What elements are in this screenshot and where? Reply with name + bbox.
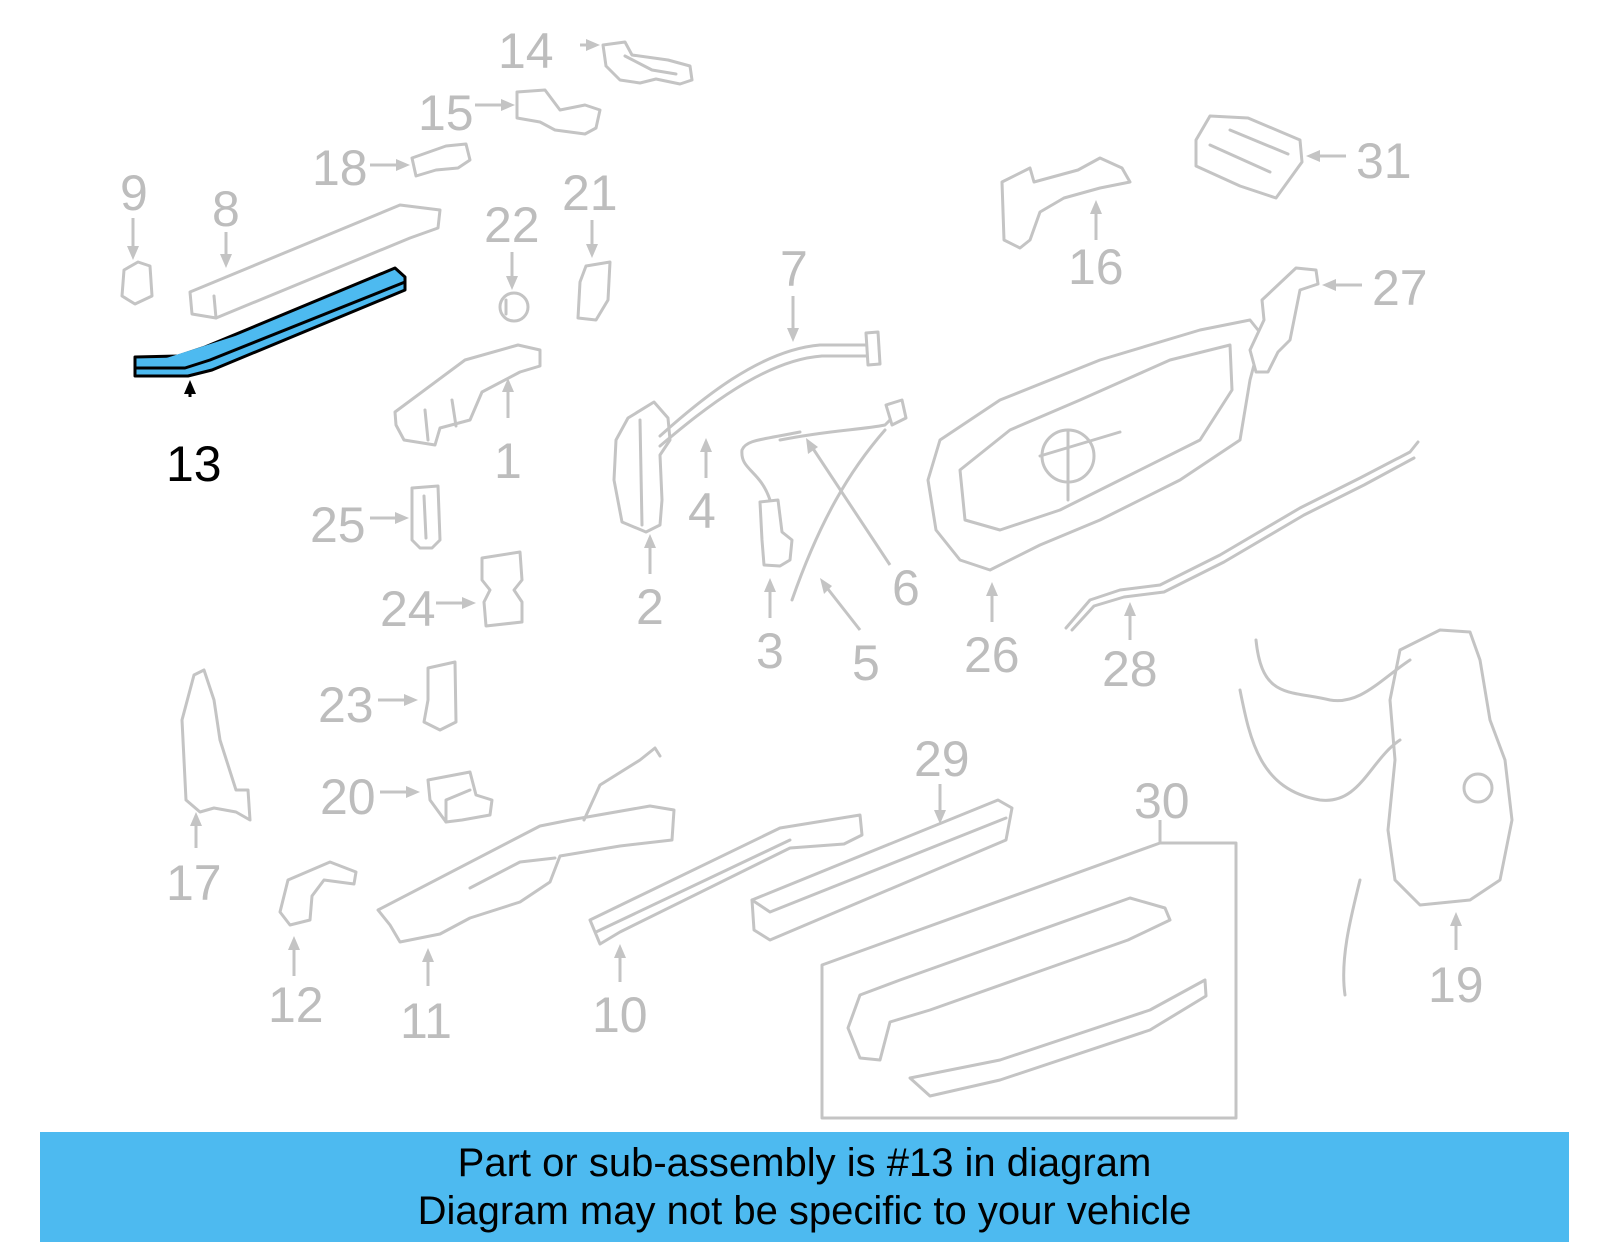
- part-21[interactable]: [576, 260, 612, 322]
- callout-10[interactable]: 10: [592, 987, 648, 1043]
- callout-17[interactable]: 17: [166, 855, 222, 911]
- arrow-9: [127, 246, 139, 260]
- callout-6[interactable]: 6: [892, 560, 920, 616]
- part-24[interactable]: [480, 550, 524, 628]
- part-13[interactable]: [133, 266, 407, 378]
- callout-4[interactable]: 4: [688, 483, 716, 539]
- callout-7[interactable]: 7: [780, 241, 808, 297]
- callout-2[interactable]: 2: [636, 579, 664, 635]
- arrow-27: [1322, 279, 1336, 291]
- callout-16[interactable]: 16: [1068, 239, 1124, 295]
- callout-24[interactable]: 24: [380, 581, 436, 637]
- arrow-18: [396, 159, 410, 171]
- part-2[interactable]: [612, 400, 672, 534]
- callout-5[interactable]: 5: [852, 635, 880, 691]
- callout-11[interactable]: 11: [400, 993, 452, 1049]
- arrow-25: [395, 512, 409, 524]
- arrow-15: [501, 99, 515, 111]
- arrow-29: [934, 810, 946, 824]
- arrow-26: [986, 582, 998, 596]
- part-6[interactable]: [778, 398, 908, 602]
- callout-30[interactable]: 30: [1134, 773, 1190, 829]
- part-31[interactable]: [1194, 114, 1304, 200]
- footer-line-disclaimer: Diagram may not be specific to your vehi…: [417, 1189, 1192, 1233]
- part-17[interactable]: [180, 668, 252, 822]
- part-18[interactable]: [410, 142, 472, 178]
- part-23[interactable]: [422, 660, 458, 732]
- callout-12[interactable]: 12: [268, 977, 324, 1033]
- callout-3[interactable]: 3: [756, 623, 784, 679]
- part-14[interactable]: [601, 40, 694, 86]
- callout-26[interactable]: 26: [964, 627, 1020, 683]
- leader-6: [808, 443, 892, 566]
- part-7[interactable]: [658, 330, 882, 448]
- part-12[interactable]: [278, 860, 358, 927]
- arrow-31: [1306, 150, 1320, 162]
- arrow-22: [506, 276, 518, 290]
- callout-21[interactable]: 21: [562, 165, 618, 221]
- part-16[interactable]: [1000, 156, 1132, 250]
- arrow-5: [820, 578, 832, 594]
- arrow-10: [614, 944, 626, 958]
- callout-18[interactable]: 18: [312, 140, 368, 196]
- part-20[interactable]: [426, 770, 494, 824]
- arrow-19: [1450, 912, 1462, 926]
- part-25[interactable]: [410, 484, 442, 550]
- callout-22[interactable]: 22: [484, 197, 540, 253]
- arrow-3: [764, 578, 776, 592]
- part-11[interactable]: [376, 746, 676, 944]
- callout-27[interactable]: 27: [1372, 260, 1428, 316]
- callout-20[interactable]: 20: [320, 769, 376, 825]
- part-26[interactable]: [926, 318, 1264, 572]
- part-8[interactable]: [188, 203, 442, 320]
- arrow-4: [700, 438, 712, 452]
- arrow-20: [406, 786, 420, 798]
- arrow-13: [184, 380, 196, 394]
- arrow-1: [502, 378, 514, 392]
- callout-1[interactable]: 1: [494, 433, 522, 489]
- part-29[interactable]: [750, 798, 1014, 942]
- part-10[interactable]: [588, 813, 864, 946]
- footer-line-part-number: Part or sub-assembly is #13 in diagram: [457, 1141, 1152, 1185]
- arrow-21: [586, 244, 598, 258]
- callout-25[interactable]: 25: [310, 497, 366, 553]
- arrow-23: [404, 694, 418, 706]
- arrow-28: [1124, 602, 1136, 616]
- arrow-14: [586, 39, 600, 51]
- part-28[interactable]: [1064, 440, 1420, 632]
- part-9[interactable]: [120, 260, 154, 306]
- part-22[interactable]: [498, 291, 530, 323]
- part-1[interactable]: [393, 343, 542, 447]
- leader-5: [822, 583, 862, 631]
- arrow-7: [787, 328, 799, 342]
- arrow-2: [644, 534, 656, 548]
- callout-13[interactable]: 13: [166, 436, 222, 492]
- arrow-6: [806, 438, 818, 454]
- part-19[interactable]: [1238, 628, 1514, 997]
- arrow-8: [220, 254, 232, 268]
- callout-28[interactable]: 28: [1102, 641, 1158, 697]
- footer-banner: Part or sub-assembly is #13 in diagram D…: [40, 1132, 1569, 1242]
- part-15[interactable]: [515, 88, 602, 136]
- arrow-17: [190, 812, 202, 826]
- callout-31[interactable]: 31: [1356, 133, 1412, 189]
- part-3[interactable]: [740, 430, 802, 568]
- callout-23[interactable]: 23: [318, 677, 374, 733]
- callout-8[interactable]: 8: [212, 181, 240, 237]
- callout-29[interactable]: 29: [914, 731, 970, 787]
- callout-19[interactable]: 19: [1428, 957, 1484, 1013]
- arrow-11: [422, 948, 434, 962]
- arrow-16: [1090, 200, 1102, 214]
- callout-15[interactable]: 15: [418, 85, 474, 141]
- callout-14[interactable]: 14: [498, 23, 554, 79]
- part-30[interactable]: [820, 841, 1238, 1120]
- callout-9[interactable]: 9: [120, 165, 148, 221]
- arrow-12: [288, 936, 300, 950]
- part-27[interactable]: [1248, 266, 1320, 374]
- arrow-24: [462, 597, 476, 609]
